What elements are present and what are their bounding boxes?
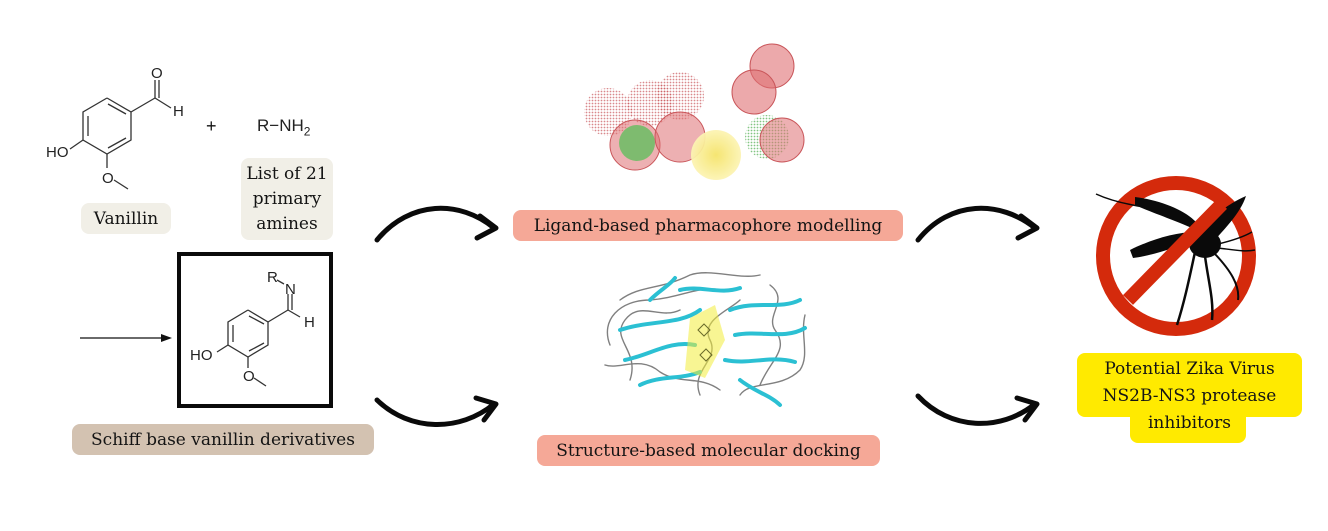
pharmacophore-feature (619, 125, 655, 161)
amine-nh: NH (279, 116, 304, 135)
reaction-arrow (80, 334, 172, 342)
product-hydrogen-atom: H (304, 314, 315, 331)
docking-label-text: Structure-based molecular docking (556, 440, 861, 461)
pharmacophore-feature (745, 115, 789, 159)
product-nitrogen-atom: N (285, 281, 296, 298)
outcome-label-line: NS2B-NS3 protease (1102, 386, 1277, 406)
schiff-base-label: Schiff base vanillin derivatives (72, 424, 374, 455)
docking-binding-site (685, 305, 725, 378)
outcome-label-bg-bottom (1130, 405, 1246, 443)
amine-formula: R−NH2 (257, 116, 310, 138)
amines-label-line: List of 21 (246, 163, 328, 184)
pharmacophore-model-image (584, 43, 805, 180)
vanillin-structure: O H HO O (46, 65, 184, 190)
amine-bond: − (269, 116, 280, 135)
pharmacophore-label: Ligand-based pharmacophore modelling (513, 210, 903, 241)
amine-subscript: 2 (303, 124, 311, 139)
pharmacophore-label-text: Ligand-based pharmacophore modelling (533, 215, 883, 236)
prohibition-slash (1122, 199, 1228, 305)
pharmacophore-feature (691, 130, 741, 180)
pharmacophore-feature (731, 69, 777, 115)
vanillin-label: Vanillin (81, 203, 171, 234)
arrow-pharmacophore-to-outcome (915, 205, 1038, 243)
vanillin-oxygen-atom: O (151, 65, 163, 82)
arrow-to-docking (374, 397, 497, 427)
vanillin-hydrogen-atom: H (173, 103, 184, 120)
product-r-group: R (267, 269, 278, 286)
amines-label-line: primary (252, 188, 322, 209)
schiff-base-structure: R N H HO O (190, 269, 315, 387)
outcome-label: Potential Zika Virus NS2B-NS3 protease i… (1077, 356, 1302, 437)
plus-sign: + (206, 116, 217, 136)
product-hydroxyl-group: HO (190, 347, 213, 364)
pharmacophore-feature (759, 117, 805, 163)
protein-docking-image (604, 272, 807, 407)
pharmacophore-feature (584, 88, 632, 136)
docking-label: Structure-based molecular docking (537, 435, 880, 466)
vanillin-hydroxyl-group: HO (46, 144, 69, 161)
vanillin-methoxy-oxygen: O (102, 170, 114, 187)
arrow-docking-to-outcome (915, 393, 1038, 426)
amine-r-group: R (257, 116, 270, 135)
amines-label: List of 21 primary amines (241, 158, 333, 240)
product-box (177, 252, 333, 408)
outcome-label-line: inhibitors (1147, 413, 1231, 433)
no-mosquito-icon (1095, 176, 1256, 336)
prohibition-circle (1096, 176, 1256, 336)
schiff-base-label-text: Schiff base vanillin derivatives (91, 429, 355, 450)
curved-arrows (374, 205, 1040, 427)
product-methoxy-oxygen: O (243, 368, 255, 385)
vanillin-label-text: Vanillin (93, 208, 159, 229)
arrow-to-pharmacophore (374, 205, 497, 243)
outcome-label-line: Potential Zika Virus (1104, 359, 1275, 379)
mosquito-icon (1095, 193, 1256, 326)
amines-label-line: amines (256, 213, 318, 234)
pharmacophore-feature (656, 72, 704, 120)
